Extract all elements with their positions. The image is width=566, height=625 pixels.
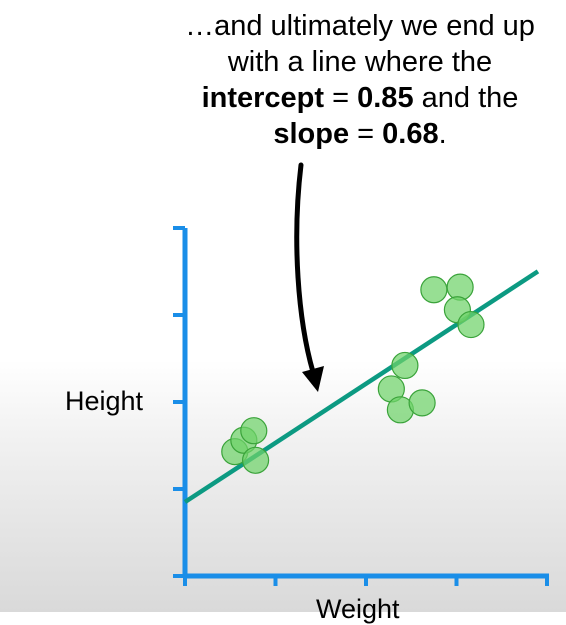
intercept-word: intercept: [201, 82, 325, 114]
annotation-line-1: …and ultimately we end up: [185, 10, 535, 42]
annotation-line-2: with a line where the: [227, 46, 493, 78]
data-point: [391, 351, 419, 380]
slope-value: 0.68: [382, 118, 439, 150]
intercept-tail: and the: [413, 82, 519, 114]
scatter-chart: [173, 162, 549, 586]
slope-tail: .: [438, 118, 447, 150]
annotation-arrow-head: [302, 366, 324, 392]
data-point: [240, 417, 268, 445]
annotation-line-4: slope = 0.68.: [150, 116, 566, 152]
x-axis-label: Weight: [316, 594, 400, 624]
intercept-value: 0.85: [357, 82, 414, 114]
data-points: [221, 273, 485, 474]
data-point: [408, 389, 436, 417]
fit-line: [183, 269, 540, 504]
data-point: [457, 310, 485, 339]
data-point: [241, 446, 270, 474]
data-point: [446, 273, 474, 301]
data-point: [420, 276, 448, 304]
annotation-arrow: [294, 162, 316, 375]
intercept-equals: =: [324, 82, 358, 114]
slope-word: slope: [273, 118, 350, 150]
slope-equals: =: [349, 118, 383, 150]
y-axis-label: Height: [65, 386, 144, 416]
annotation-text: …and ultimately we end up with a line wh…: [150, 8, 566, 152]
axes: [173, 226, 549, 586]
annotation-line-3: intercept = 0.85 and the: [150, 80, 566, 116]
